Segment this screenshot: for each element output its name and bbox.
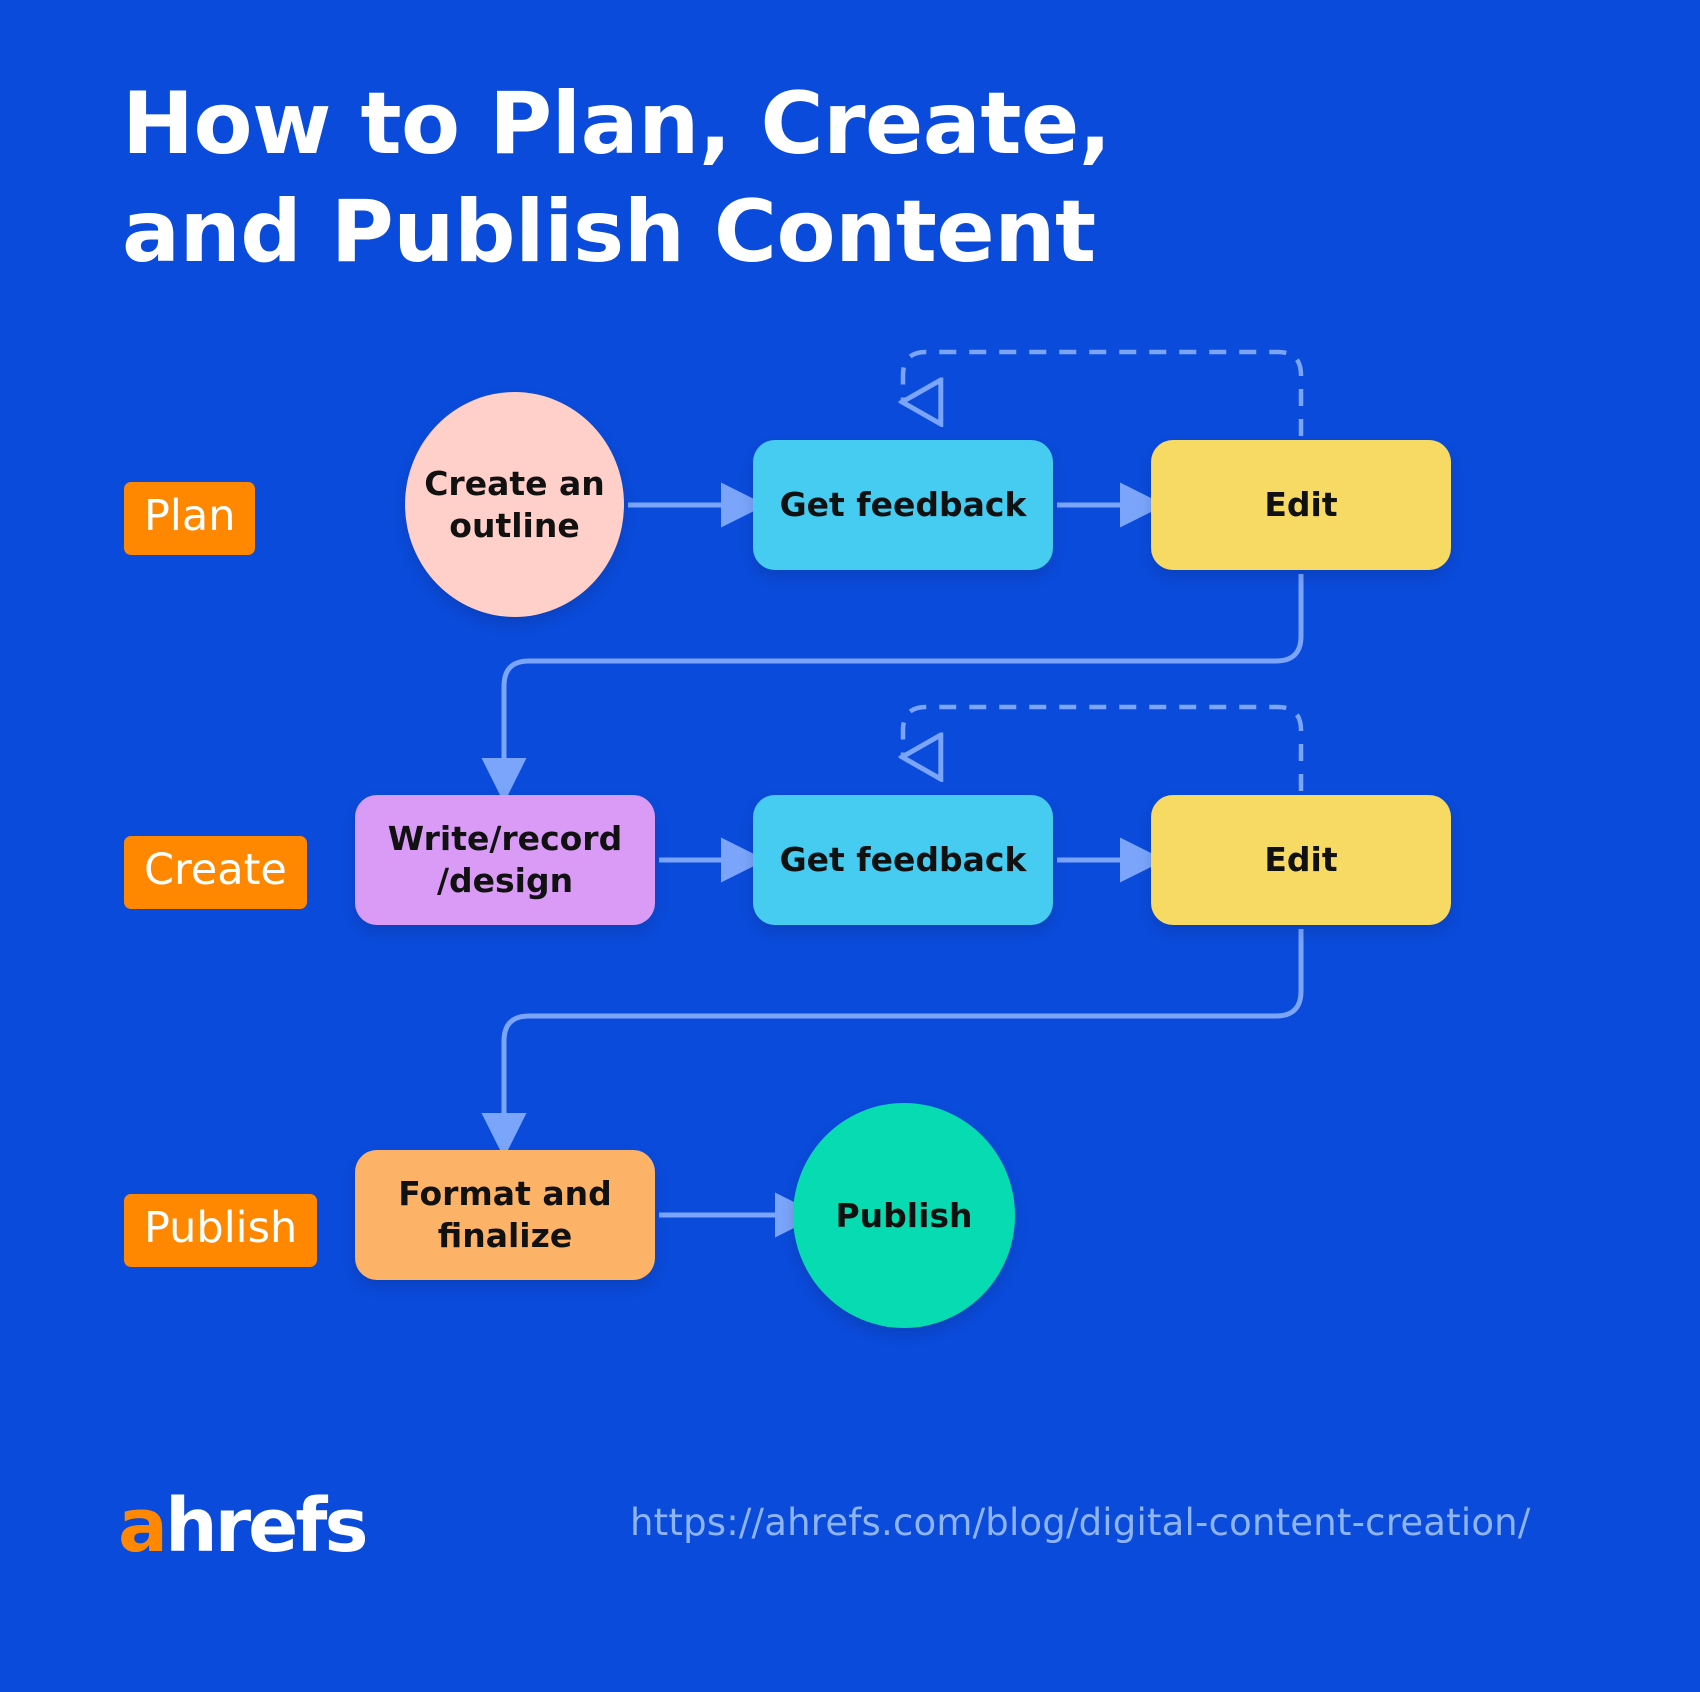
connector-edit-1-to-write	[481, 574, 1304, 803]
node-edit-plan[interactable]: Edit	[1151, 440, 1451, 570]
node-edit-create[interactable]: Edit	[1151, 795, 1451, 925]
stage-badge-plan[interactable]: Plan	[124, 482, 256, 555]
node-create-an-outline[interactable]: Create an outline	[405, 392, 624, 617]
page-title: How to Plan, Create, and Publish Content	[122, 74, 1111, 282]
node-publish[interactable]: Publish	[793, 1103, 1015, 1328]
loop-arrow-edit-2-to-feedback-2	[903, 704, 1304, 791]
node-get-feedback-plan[interactable]: Get feedback	[753, 440, 1053, 570]
ahrefs-logo[interactable]: ahrefs	[118, 1489, 369, 1563]
source-url[interactable]: https://ahrefs.com/blog/digital-content-…	[630, 1501, 1531, 1544]
logo-wordmark: hrefs	[164, 1483, 369, 1569]
stage-badge-create[interactable]: Create	[124, 836, 307, 909]
node-get-feedback-create[interactable]: Get feedback	[753, 795, 1053, 925]
logo-accent-letter: a	[118, 1483, 168, 1569]
connector-edit-2-to-format	[481, 929, 1304, 1158]
node-format-and-finalize[interactable]: Format and finalize	[355, 1150, 655, 1280]
stage-badge-publish[interactable]: Publish	[124, 1194, 318, 1267]
node-write-record-design[interactable]: Write/record /design	[355, 795, 655, 925]
loop-arrow-edit-1-to-feedback-1	[903, 349, 1304, 436]
